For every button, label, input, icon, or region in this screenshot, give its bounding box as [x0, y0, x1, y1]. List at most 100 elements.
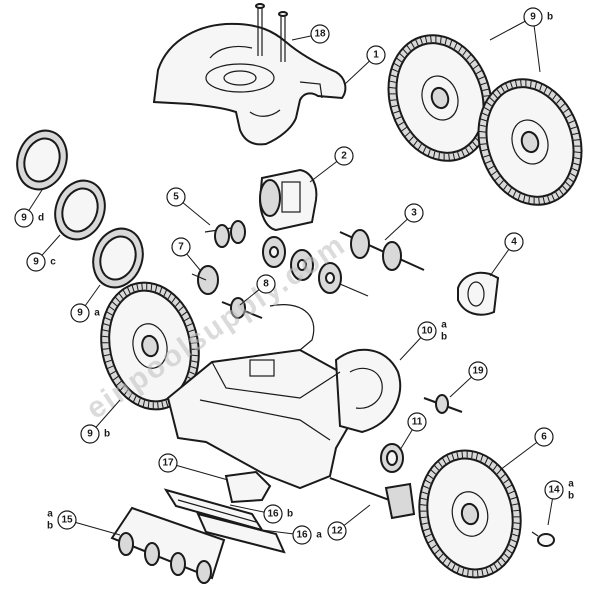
- callout-circle: [256, 274, 276, 294]
- callout-number: 5: [173, 192, 179, 203]
- callout-circle: [292, 525, 312, 545]
- bearing-shaft: [423, 394, 463, 414]
- callout-suffix: b: [441, 332, 447, 343]
- callout-c19: 19: [449, 361, 488, 398]
- callout-number: 9: [21, 213, 27, 224]
- callout-c2: 2: [309, 146, 354, 183]
- callout-suffix: a: [47, 509, 53, 520]
- callout-number: 19: [472, 366, 484, 377]
- callout-circle: [26, 252, 46, 272]
- callout-suffix: d: [38, 213, 44, 224]
- callout-number: 14: [548, 485, 560, 496]
- callout-suffix: a: [94, 308, 100, 319]
- callout-c3: 3: [384, 203, 424, 241]
- callout-c6: 6: [499, 427, 554, 471]
- top-cover: [152, 22, 347, 146]
- bushing: [380, 443, 404, 473]
- callout-circle: [504, 232, 524, 252]
- callout-circle: [544, 480, 564, 500]
- callout-c11: 11: [399, 412, 427, 451]
- drive-shaft: [221, 297, 263, 319]
- hub-cap: [457, 271, 500, 316]
- callout-number: 15: [61, 515, 73, 526]
- callout-number: 12: [331, 526, 343, 537]
- callout-circle: [407, 412, 427, 432]
- callout-number: 16: [267, 509, 279, 520]
- callout-c7: 7: [171, 237, 201, 271]
- callout-circle: [334, 146, 354, 166]
- callout-suffix: b: [547, 12, 553, 23]
- callout-circle: [166, 187, 186, 207]
- callout-number: 7: [178, 242, 184, 253]
- callout-number: 6: [541, 432, 547, 443]
- callout-circle: [534, 427, 554, 447]
- callout-number: 16: [296, 530, 308, 541]
- callout-suffix: a: [441, 320, 447, 331]
- callout-c5: 5: [166, 187, 211, 226]
- tread-a: [196, 512, 286, 554]
- wheel-top-right: [477, 78, 583, 206]
- axle-gears: [339, 229, 425, 271]
- callout-circle: [14, 208, 34, 228]
- callout-circle: [171, 237, 191, 257]
- wheel-top-left: [387, 34, 493, 162]
- callout-circle: [468, 361, 488, 381]
- callout-c12: 12: [327, 504, 371, 541]
- callout-suffix: b: [104, 429, 110, 440]
- chassis: [166, 304, 402, 490]
- callout-number: 17: [162, 458, 174, 469]
- callout-number: 9: [530, 12, 536, 23]
- callout-c8: 8: [239, 274, 276, 306]
- brush-roller: [110, 506, 226, 584]
- callout-number: 3: [411, 208, 417, 219]
- callout-suffix: b: [47, 521, 53, 532]
- callout-suffix: b: [568, 491, 574, 502]
- callout-number: 9: [33, 257, 39, 268]
- turbine-housing: [258, 168, 318, 232]
- rear-axle: [329, 477, 416, 520]
- callout-circle: [158, 453, 178, 473]
- callout-c15: 15 ab: [47, 509, 121, 536]
- callout-number: 2: [341, 151, 347, 162]
- callout-circle: [404, 203, 424, 223]
- callout-circle: [80, 424, 100, 444]
- callout-number: 18: [314, 29, 326, 40]
- screws: [255, 3, 288, 62]
- callout-number: 8: [263, 279, 269, 290]
- wheels: [100, 34, 583, 579]
- callout-circle: [327, 521, 347, 541]
- callout-number: 9: [87, 429, 93, 440]
- callout-c18: 18: [291, 24, 330, 44]
- callout-number: 4: [511, 237, 517, 248]
- callout-circle: [366, 45, 386, 65]
- callout-number: 1: [373, 50, 379, 61]
- callout-number: 9: [77, 308, 83, 319]
- callout-c4: 4: [489, 232, 524, 277]
- wheel-left: [100, 281, 200, 411]
- callout-c10: 10 ab: [399, 320, 447, 361]
- tire-rings: [16, 129, 144, 289]
- gear-pair: [204, 220, 246, 248]
- callout-circle: [310, 24, 330, 44]
- callout-circle: [263, 504, 283, 524]
- leader-line: [167, 462, 229, 481]
- callout-number: 11: [412, 417, 423, 428]
- callout-circle: [57, 510, 77, 530]
- callout-number: 10: [421, 326, 433, 337]
- wheel-pin: [531, 531, 555, 547]
- weight-block: [224, 470, 272, 504]
- callout-circle: [523, 7, 543, 27]
- callout-circle: [70, 303, 90, 323]
- callout-c1: 1: [344, 45, 386, 85]
- drive-gear: [191, 265, 219, 295]
